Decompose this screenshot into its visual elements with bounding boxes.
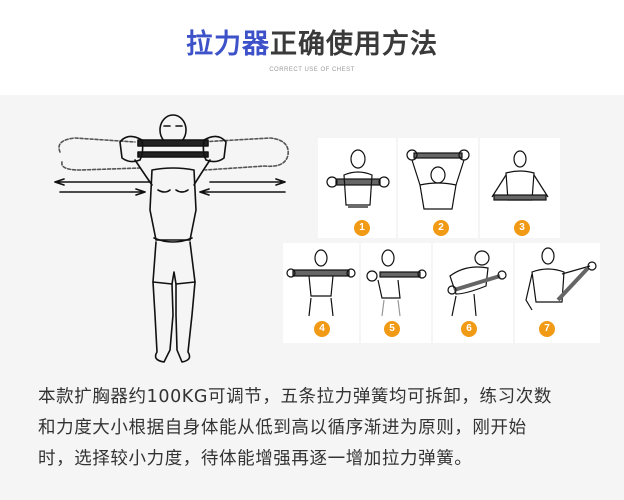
description-line-1: 本款扩胸器约100KG可调节，五条拉力弹簧均可拆卸，练习次数 [38,387,552,407]
shoulder-stretch-figure-icon [286,249,356,317]
step-badge-3: 3 [514,220,530,236]
chest-stretch-front-figure-icon [326,149,390,208]
step-badge-4: 4 [314,321,330,337]
bent-over-stretch-figure-icon [447,250,507,317]
page-title: 拉力器正确使用方法 [0,28,624,62]
side-stretch-figure-icon [366,249,427,317]
chest-expander-front-figure-icon [54,114,289,363]
title-rest: 正确使用方法 [270,29,438,60]
step-badge-7: 7 [539,321,555,337]
description-line-3: 时，选择较小力度，待体能增强再逐一增加拉力弹簧。 [38,449,473,469]
diagonal-stretch-figure-icon [525,247,597,311]
header: 拉力器正确使用方法 CORRECT USE OF CHEST [0,0,624,95]
step-panel-7 [515,243,600,343]
step-badge-2: 2 [433,220,449,236]
description: 本款扩胸器约100KG可调节，五条拉力弹簧均可拆卸，练习次数 和力度大小根据自身… [38,382,608,475]
page-subtitle: CORRECT USE OF CHEST [269,67,355,73]
low-stretch-figure-icon [491,150,549,201]
title-accent: 拉力器 [186,29,270,60]
step-badge-5: 5 [384,321,400,337]
overhead-stretch-figure-icon [406,149,470,210]
description-line-2: 和力度大小根据自身体能从低到高以循序渐进为原则，刚开始 [38,418,527,438]
step-badge-6: 6 [461,321,477,337]
step-badge-1: 1 [354,220,370,236]
